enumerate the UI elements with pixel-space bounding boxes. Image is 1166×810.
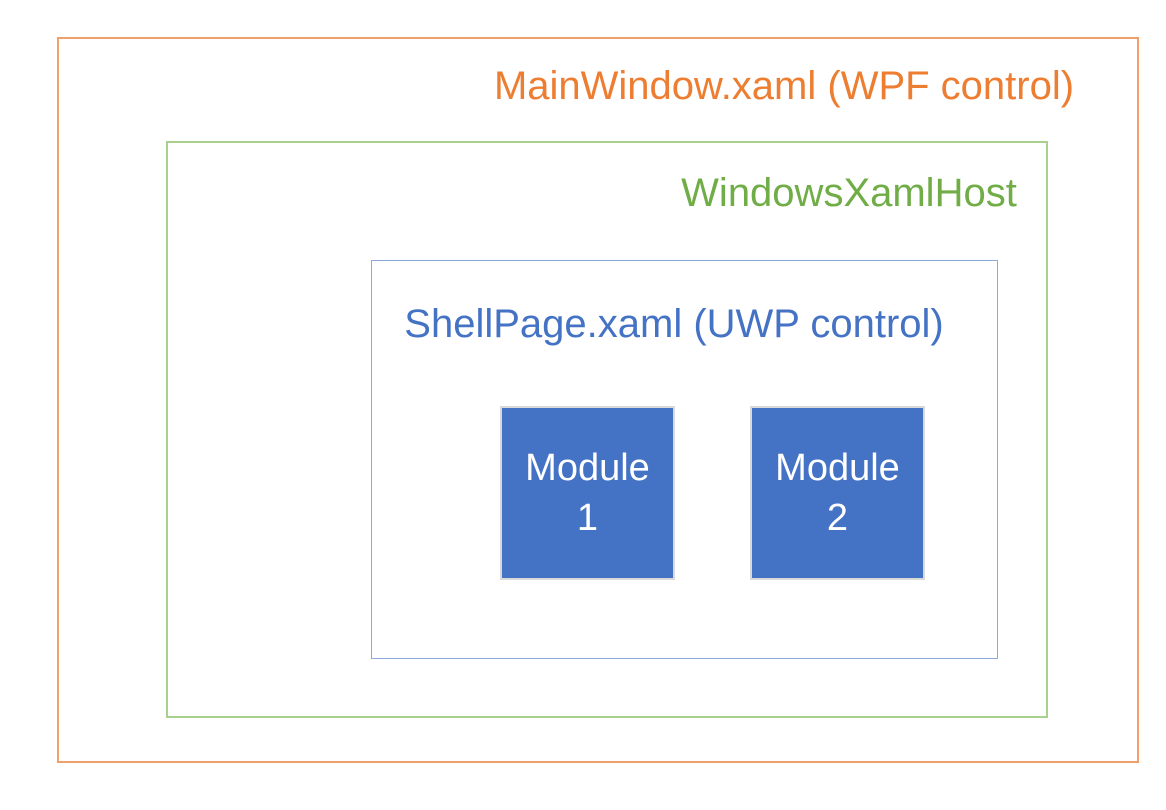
module-1-box: Module 1 bbox=[500, 406, 675, 580]
windowsxamlhost-box: WindowsXamlHost ShellPage.xaml (UWP cont… bbox=[166, 141, 1048, 718]
windowsxamlhost-label: WindowsXamlHost bbox=[681, 171, 1017, 215]
mainwindow-box: MainWindow.xaml (WPF control) WindowsXam… bbox=[57, 37, 1139, 763]
module-1-label-line2: 1 bbox=[576, 497, 599, 539]
module-1-label-line1: Module bbox=[525, 447, 650, 489]
mainwindow-label: MainWindow.xaml (WPF control) bbox=[493, 64, 1075, 108]
module-2-box: Module 2 bbox=[750, 406, 925, 580]
shellpage-label: ShellPage.xaml (UWP control) bbox=[404, 302, 944, 346]
module-2-label-line2: 2 bbox=[826, 497, 849, 539]
module-2-label-line1: Module bbox=[775, 447, 900, 489]
shellpage-box: ShellPage.xaml (UWP control) Module 1 Mo… bbox=[371, 260, 998, 659]
